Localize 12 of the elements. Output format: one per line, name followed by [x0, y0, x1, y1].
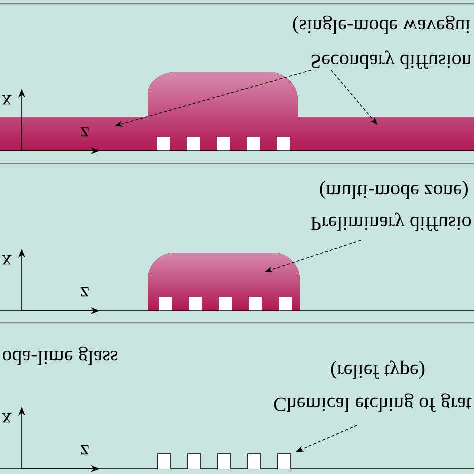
axis-label: x: [2, 413, 12, 423]
axis-label: z: [81, 287, 89, 297]
axis-label: x: [2, 255, 12, 265]
callout-text: (relief type) Chemical etching of grat: [274, 360, 472, 412]
axis-label: z: [81, 127, 89, 137]
diffusion-region: [148, 253, 300, 311]
axis-label: z: [81, 445, 89, 455]
callout-text: (multi-mode zone) Preliminary diffusio: [311, 180, 472, 232]
axis-label: x: [2, 95, 12, 105]
label: oda-lime glass: [2, 346, 118, 366]
grating-drawing: [0, 454, 474, 470]
callout-text: (single-mode wavegui Secondary diffusion: [293, 16, 472, 70]
